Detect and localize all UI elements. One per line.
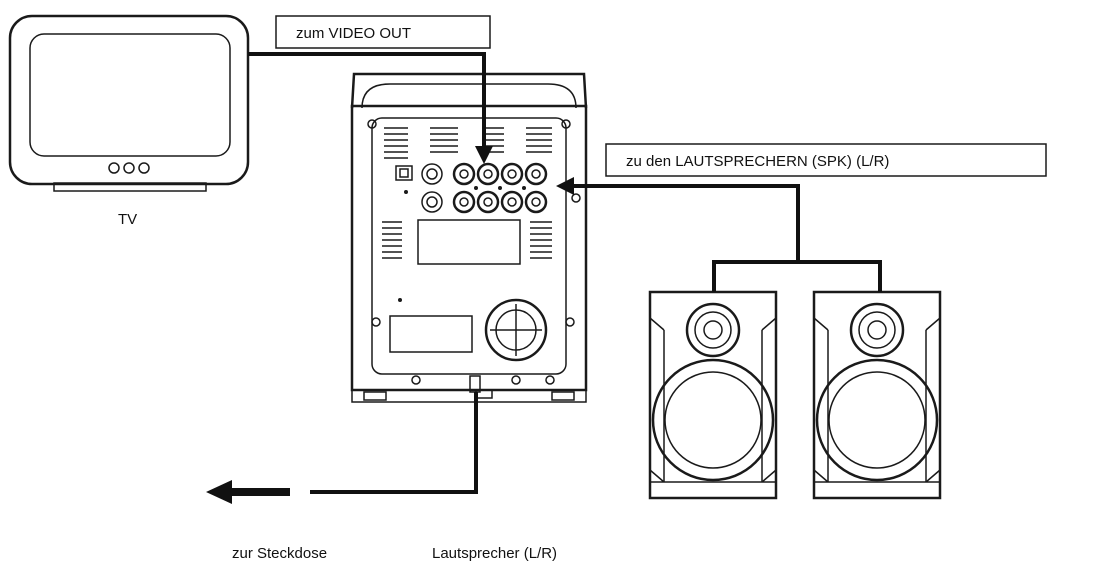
tv-label: TV <box>118 211 137 228</box>
speaker-connector-label: zu den LAUTSPRECHERN (SPK) (L/R) <box>626 153 889 170</box>
connector-jacks <box>452 162 548 214</box>
tv-buttons <box>108 162 150 174</box>
speaker-cable <box>712 260 882 292</box>
screw-icon <box>371 317 381 327</box>
tv-button-icon <box>138 162 150 174</box>
main-unit-illustration <box>350 72 588 403</box>
speaker-connector-label-box <box>605 143 1047 177</box>
vent-grille <box>430 127 458 153</box>
speakers-label: Lautsprecher (L/R) <box>432 545 557 562</box>
vent-grille <box>384 127 408 159</box>
label-panel <box>417 219 521 265</box>
arrow-down-icon <box>475 146 493 164</box>
screw-icon <box>511 375 521 385</box>
video-out-label: zum VIDEO OUT <box>296 25 411 42</box>
tv-button-icon <box>123 162 135 174</box>
screw-icon <box>565 317 575 327</box>
screw-icon <box>411 375 421 385</box>
vent-grille <box>530 221 552 259</box>
tv-button-icon <box>108 162 120 174</box>
video-cable <box>248 52 486 150</box>
arrow-left-icon <box>228 488 290 496</box>
label-panel <box>389 315 473 353</box>
screw-icon <box>367 119 377 129</box>
antenna-jack-icon <box>421 191 443 213</box>
vent-grille <box>526 127 552 153</box>
vent-grille <box>382 221 402 259</box>
power-label: zur Steckdose <box>232 545 327 562</box>
antenna-jack-icon <box>421 163 443 185</box>
arrow-left-icon <box>556 177 574 195</box>
screw-icon <box>561 119 571 129</box>
speaker-cable <box>572 184 800 262</box>
speaker-left-illustration <box>648 290 778 500</box>
screw-icon <box>545 375 555 385</box>
speaker-right-illustration <box>812 290 942 500</box>
optical-jack-icon <box>395 165 413 181</box>
fan-icon <box>484 298 548 362</box>
screw-icon <box>571 193 581 203</box>
video-out-label-box <box>275 15 491 49</box>
tv-illustration <box>8 14 250 192</box>
power-cable <box>310 392 478 494</box>
